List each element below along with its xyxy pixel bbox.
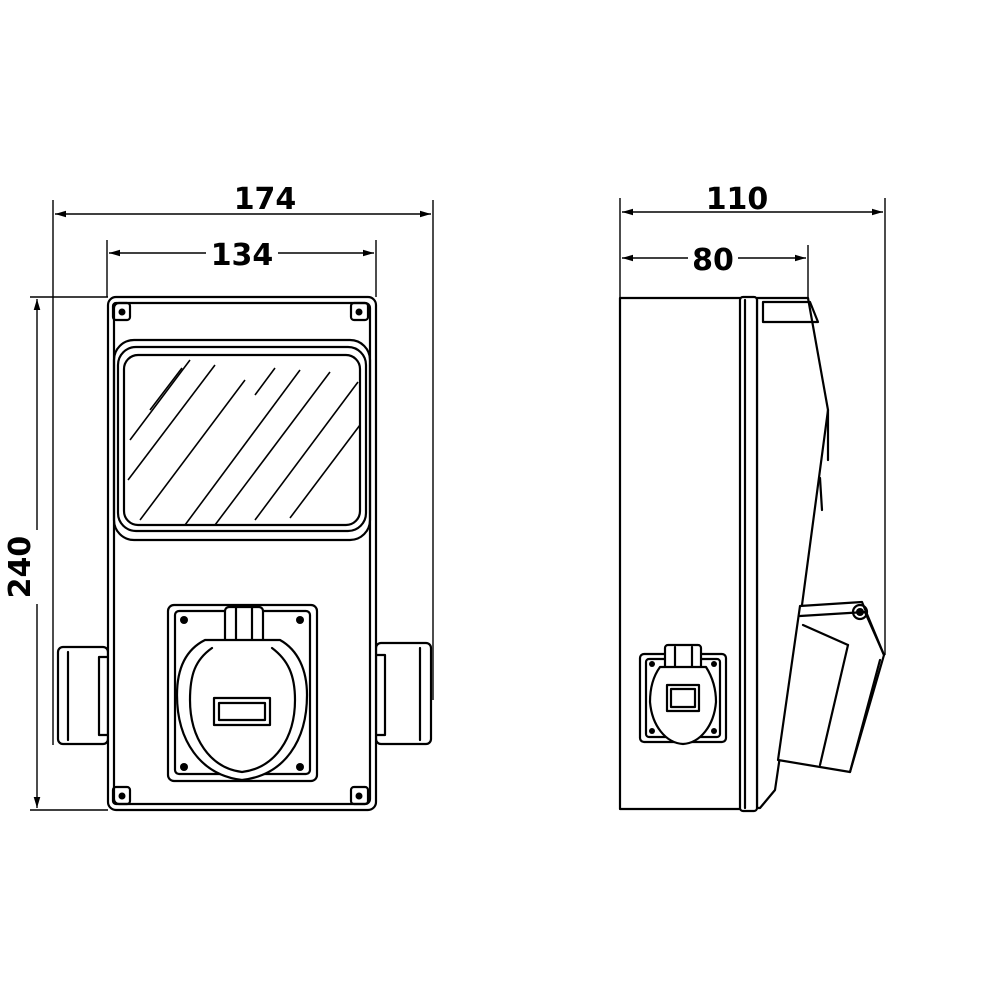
side-view xyxy=(618,295,886,813)
side-flange xyxy=(738,295,759,813)
socket-side xyxy=(638,643,728,746)
left-cable-gland xyxy=(56,645,110,746)
socket-front xyxy=(166,603,319,783)
glass-hatching xyxy=(127,359,360,525)
dim-label-134: 134 xyxy=(211,238,274,273)
right-cable-gland xyxy=(374,641,433,746)
side-socket-housing xyxy=(776,600,886,774)
viewing-window xyxy=(112,338,372,542)
dim-label-174: 174 xyxy=(234,182,297,217)
dim-label-80: 80 xyxy=(692,243,734,278)
front-view xyxy=(56,295,433,812)
dim-label-240: 240 xyxy=(3,536,38,599)
corner-screws xyxy=(111,301,370,806)
front-dimensions: 174 134 240 xyxy=(3,182,434,811)
side-dimensions: 110 80 xyxy=(619,182,886,655)
dim-label-110: 110 xyxy=(706,182,769,217)
